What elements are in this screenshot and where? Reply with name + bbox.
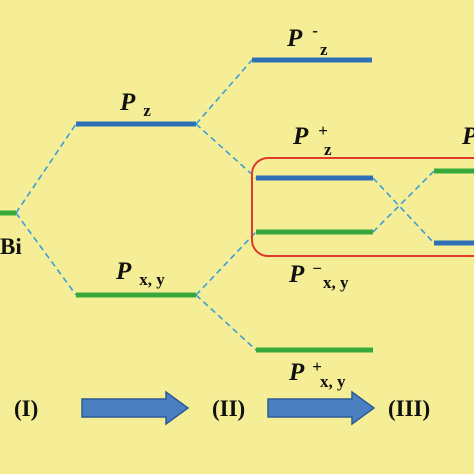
label-pxy-minus-sup: − [312, 259, 322, 278]
label-pxy-plus-sup: + [312, 357, 322, 376]
bi-label: Bi [0, 234, 22, 259]
stage-label-iii: (III) [388, 396, 430, 421]
label-pz-plus-sup: + [318, 121, 328, 140]
arrow-i-to-ii [81, 390, 190, 426]
highlight-box [251, 157, 474, 257]
connector-bi-to-pz [15, 123, 77, 214]
label-pxy-minus-main: P [288, 261, 305, 288]
stage-label-i: (I) [14, 396, 38, 421]
label-pxy-sub: x, y [139, 270, 165, 289]
label-iii-partial: P [461, 123, 474, 150]
label-iii-partial-main: P [461, 123, 474, 150]
dashed-connectors [15, 59, 435, 351]
label-pxy-plus: P + x, y [288, 357, 346, 391]
arrow-ii-to-iii [267, 390, 376, 426]
label-pxy: P x, y [115, 258, 165, 289]
label-pz-sub: z [143, 101, 151, 120]
label-pz-plus-main: P [292, 123, 309, 150]
connector-pxy-to-pxy-minus [195, 231, 257, 296]
connector-crossing-up [372, 170, 435, 233]
label-pz: P z [119, 89, 151, 120]
label-pxy-minus: P − x, y [288, 259, 349, 292]
label-pz-minus-sub: z [320, 40, 328, 59]
label-pz-minus-main: P [286, 25, 303, 52]
energy-levels [0, 57, 474, 353]
connector-crossing-down [372, 177, 435, 244]
stage-label-ii: (II) [212, 396, 245, 421]
label-pxy-plus-main: P [288, 359, 305, 386]
connector-pz-to-pz-plus [195, 123, 257, 179]
connector-bi-to-pxy [15, 212, 77, 296]
label-pxy-plus-sub: x, y [320, 372, 346, 391]
label-pxy-minus-sub: x, y [323, 273, 349, 292]
label-pz-main: P [119, 89, 136, 116]
label-pz-minus-sup: - [312, 21, 318, 40]
connector-pxy-to-pxy-plus [195, 294, 257, 351]
label-pz-plus-sub: z [324, 140, 332, 159]
connector-pz-to-pz-minus [195, 59, 253, 125]
label-pz-minus: P - z [286, 21, 328, 59]
label-pxy-main: P [115, 258, 132, 285]
label-pz-plus: P + z [292, 121, 332, 159]
